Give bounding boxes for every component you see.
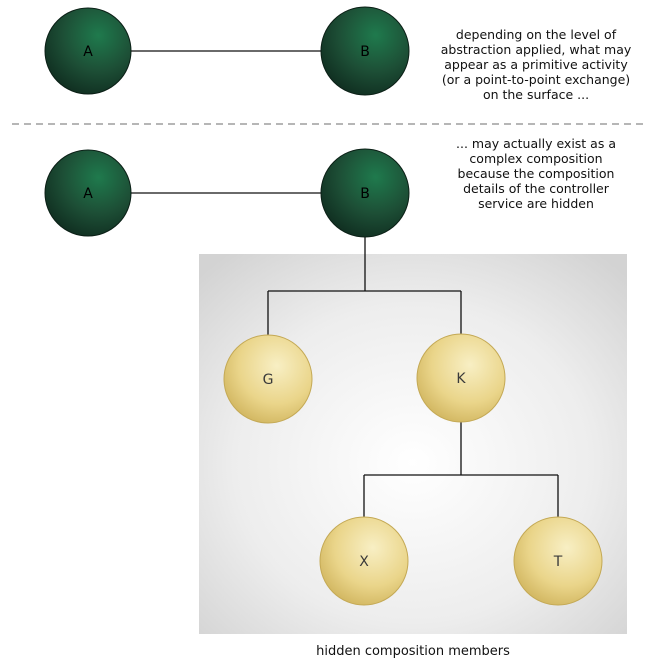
member-node-k: K [416,333,506,423]
caption-line: service are hidden [478,196,594,211]
node-a-bottom: A [44,149,132,237]
caption-line: abstraction applied, what may [440,42,632,57]
member-node-x-label: X [359,554,369,570]
caption-line: ... may actually exist as a [456,136,616,151]
member-node-x: X [319,516,409,606]
node-a-top: A [44,7,132,95]
caption-surface-view: depending on the level of abstraction ap… [418,27,654,102]
node-b-top: B [320,6,410,96]
caption-hidden-composition: ... may actually exist as a complex comp… [418,136,654,211]
node-a-bottom-label: A [83,186,93,202]
member-node-t-label: T [553,554,563,570]
node-b-bottom-label: B [360,186,370,202]
member-node-k-label: K [456,371,466,387]
member-node-g-label: G [263,372,274,388]
caption-line: details of the controller [463,181,609,196]
member-node-t: T [513,516,603,606]
caption-line: because the composition [457,166,615,181]
caption-line: depending on the level of [455,27,617,42]
caption-line: complex composition [469,151,603,166]
node-a-top-label: A [83,44,93,60]
member-node-g: G [223,334,313,424]
composition-tree-lines [267,237,559,518]
caption-line: (or a point-to-point exchange) [441,72,631,87]
panel-caption: hidden composition members [316,644,510,659]
node-b-bottom: B [320,148,410,238]
caption-line: appear as a primitive activity [444,57,628,72]
caption-line: on the surface ... [482,87,590,102]
node-b-top-label: B [360,44,370,60]
